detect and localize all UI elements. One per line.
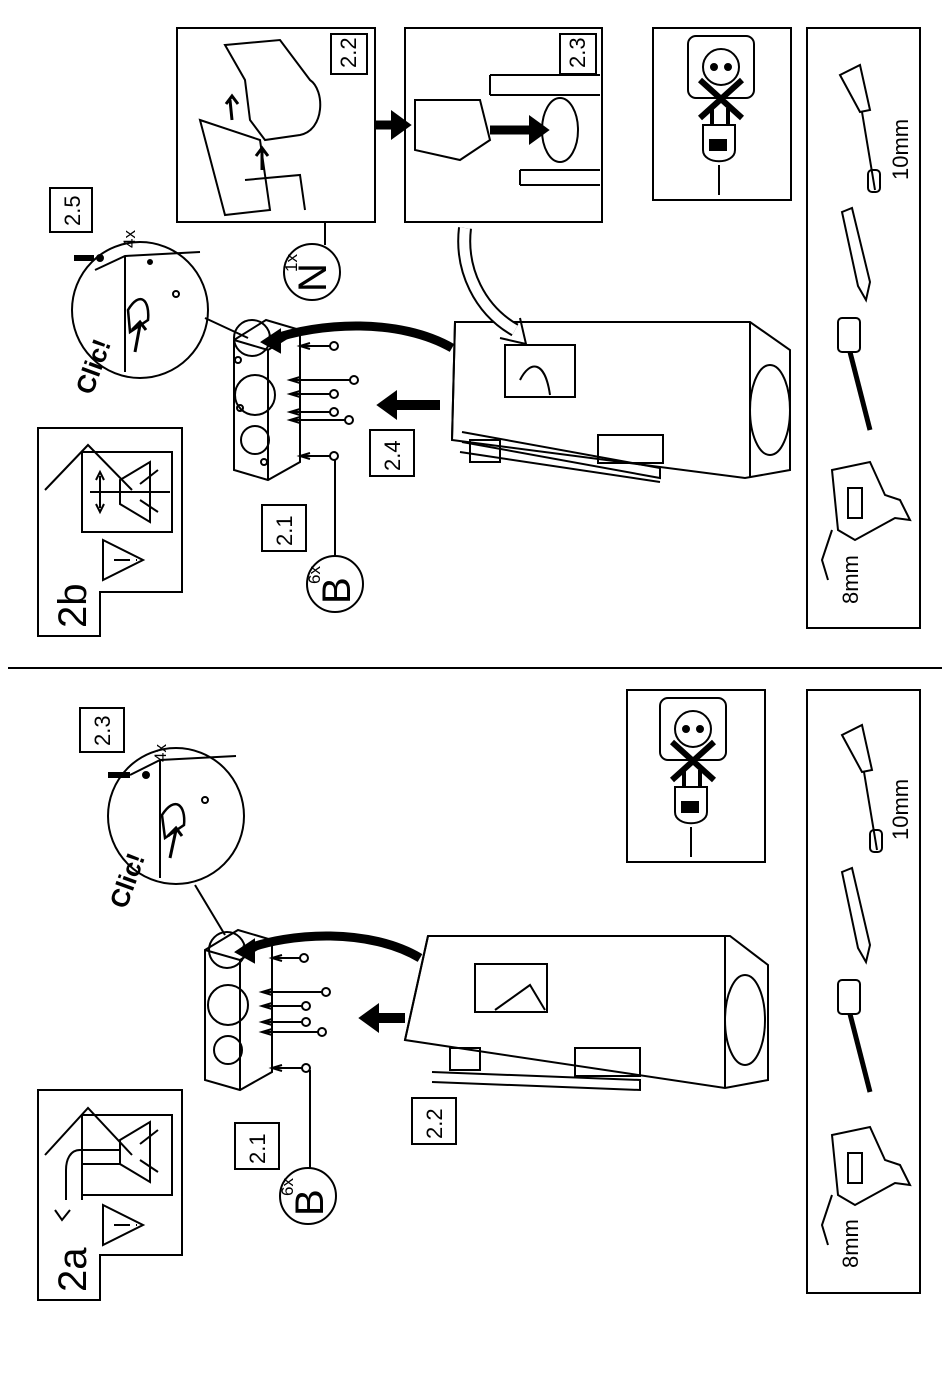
tools-box-2b: 10mm 8mm xyxy=(807,28,920,628)
curved-arrow-2b xyxy=(270,326,452,348)
drill-icon xyxy=(822,462,910,580)
step-2-3-illustration: 2.3 xyxy=(405,28,602,222)
drill-size-2a: 8mm xyxy=(838,1219,863,1268)
panel-label-2a: 2a xyxy=(51,1247,95,1292)
screwdriver-icon xyxy=(842,725,882,852)
step-2-1-label-2a: 2.1 xyxy=(245,1133,270,1164)
hood-body-2b xyxy=(452,322,790,482)
step-2-2-label-2a: 2.2 xyxy=(422,1108,447,1139)
curved-arrow-2a xyxy=(244,936,420,958)
screw-qty-2b: 4x xyxy=(120,230,139,248)
section-2a: 2a 2.1 B 6x xyxy=(38,690,920,1300)
screwdriver-size-2b: 10mm xyxy=(888,119,913,180)
screwdriver-icon xyxy=(840,65,880,192)
step-2-4-label: 2.4 xyxy=(380,440,405,471)
click-text-2a: Clic! xyxy=(103,849,150,912)
recirculation-icon xyxy=(45,1108,172,1245)
tape-measure-icon xyxy=(838,318,870,430)
unplug-icon-2a xyxy=(627,690,765,862)
tools-box-2a: 10mm 8mm xyxy=(807,690,920,1293)
panel-label-2b: 2b xyxy=(51,584,95,629)
step-2-3-label-2b: 2.3 xyxy=(565,37,590,68)
step-2-2-illustration: 2.2 xyxy=(177,28,375,222)
click-text-2b: Clic! xyxy=(69,335,116,398)
pencil-icon xyxy=(842,208,870,300)
drill-size-2b: 8mm xyxy=(838,555,863,604)
extraction-icon xyxy=(45,445,172,580)
step-2-2-label-2b: 2.2 xyxy=(336,37,361,68)
screwdriver-size-2a: 10mm xyxy=(888,779,913,840)
step-2-3-label-2a: 2.3 xyxy=(90,715,115,746)
step-2-5-label: 2.5 xyxy=(60,195,85,226)
section-2b: 2b 2.1 B 6x xyxy=(38,28,920,636)
part-b-qty: 6x xyxy=(305,566,324,584)
part-b-qty-2a: 6x xyxy=(278,1178,297,1196)
drill-icon xyxy=(822,1127,910,1245)
part-n-qty: 1x xyxy=(282,254,301,272)
step-2-1-label: 2.1 xyxy=(272,515,297,546)
screw-qty-2a: 4x xyxy=(151,744,170,762)
tape-measure-icon xyxy=(838,980,870,1092)
unplug-icon-2b xyxy=(653,28,791,200)
pencil-icon xyxy=(842,868,870,962)
hood-body-2a xyxy=(405,936,768,1090)
